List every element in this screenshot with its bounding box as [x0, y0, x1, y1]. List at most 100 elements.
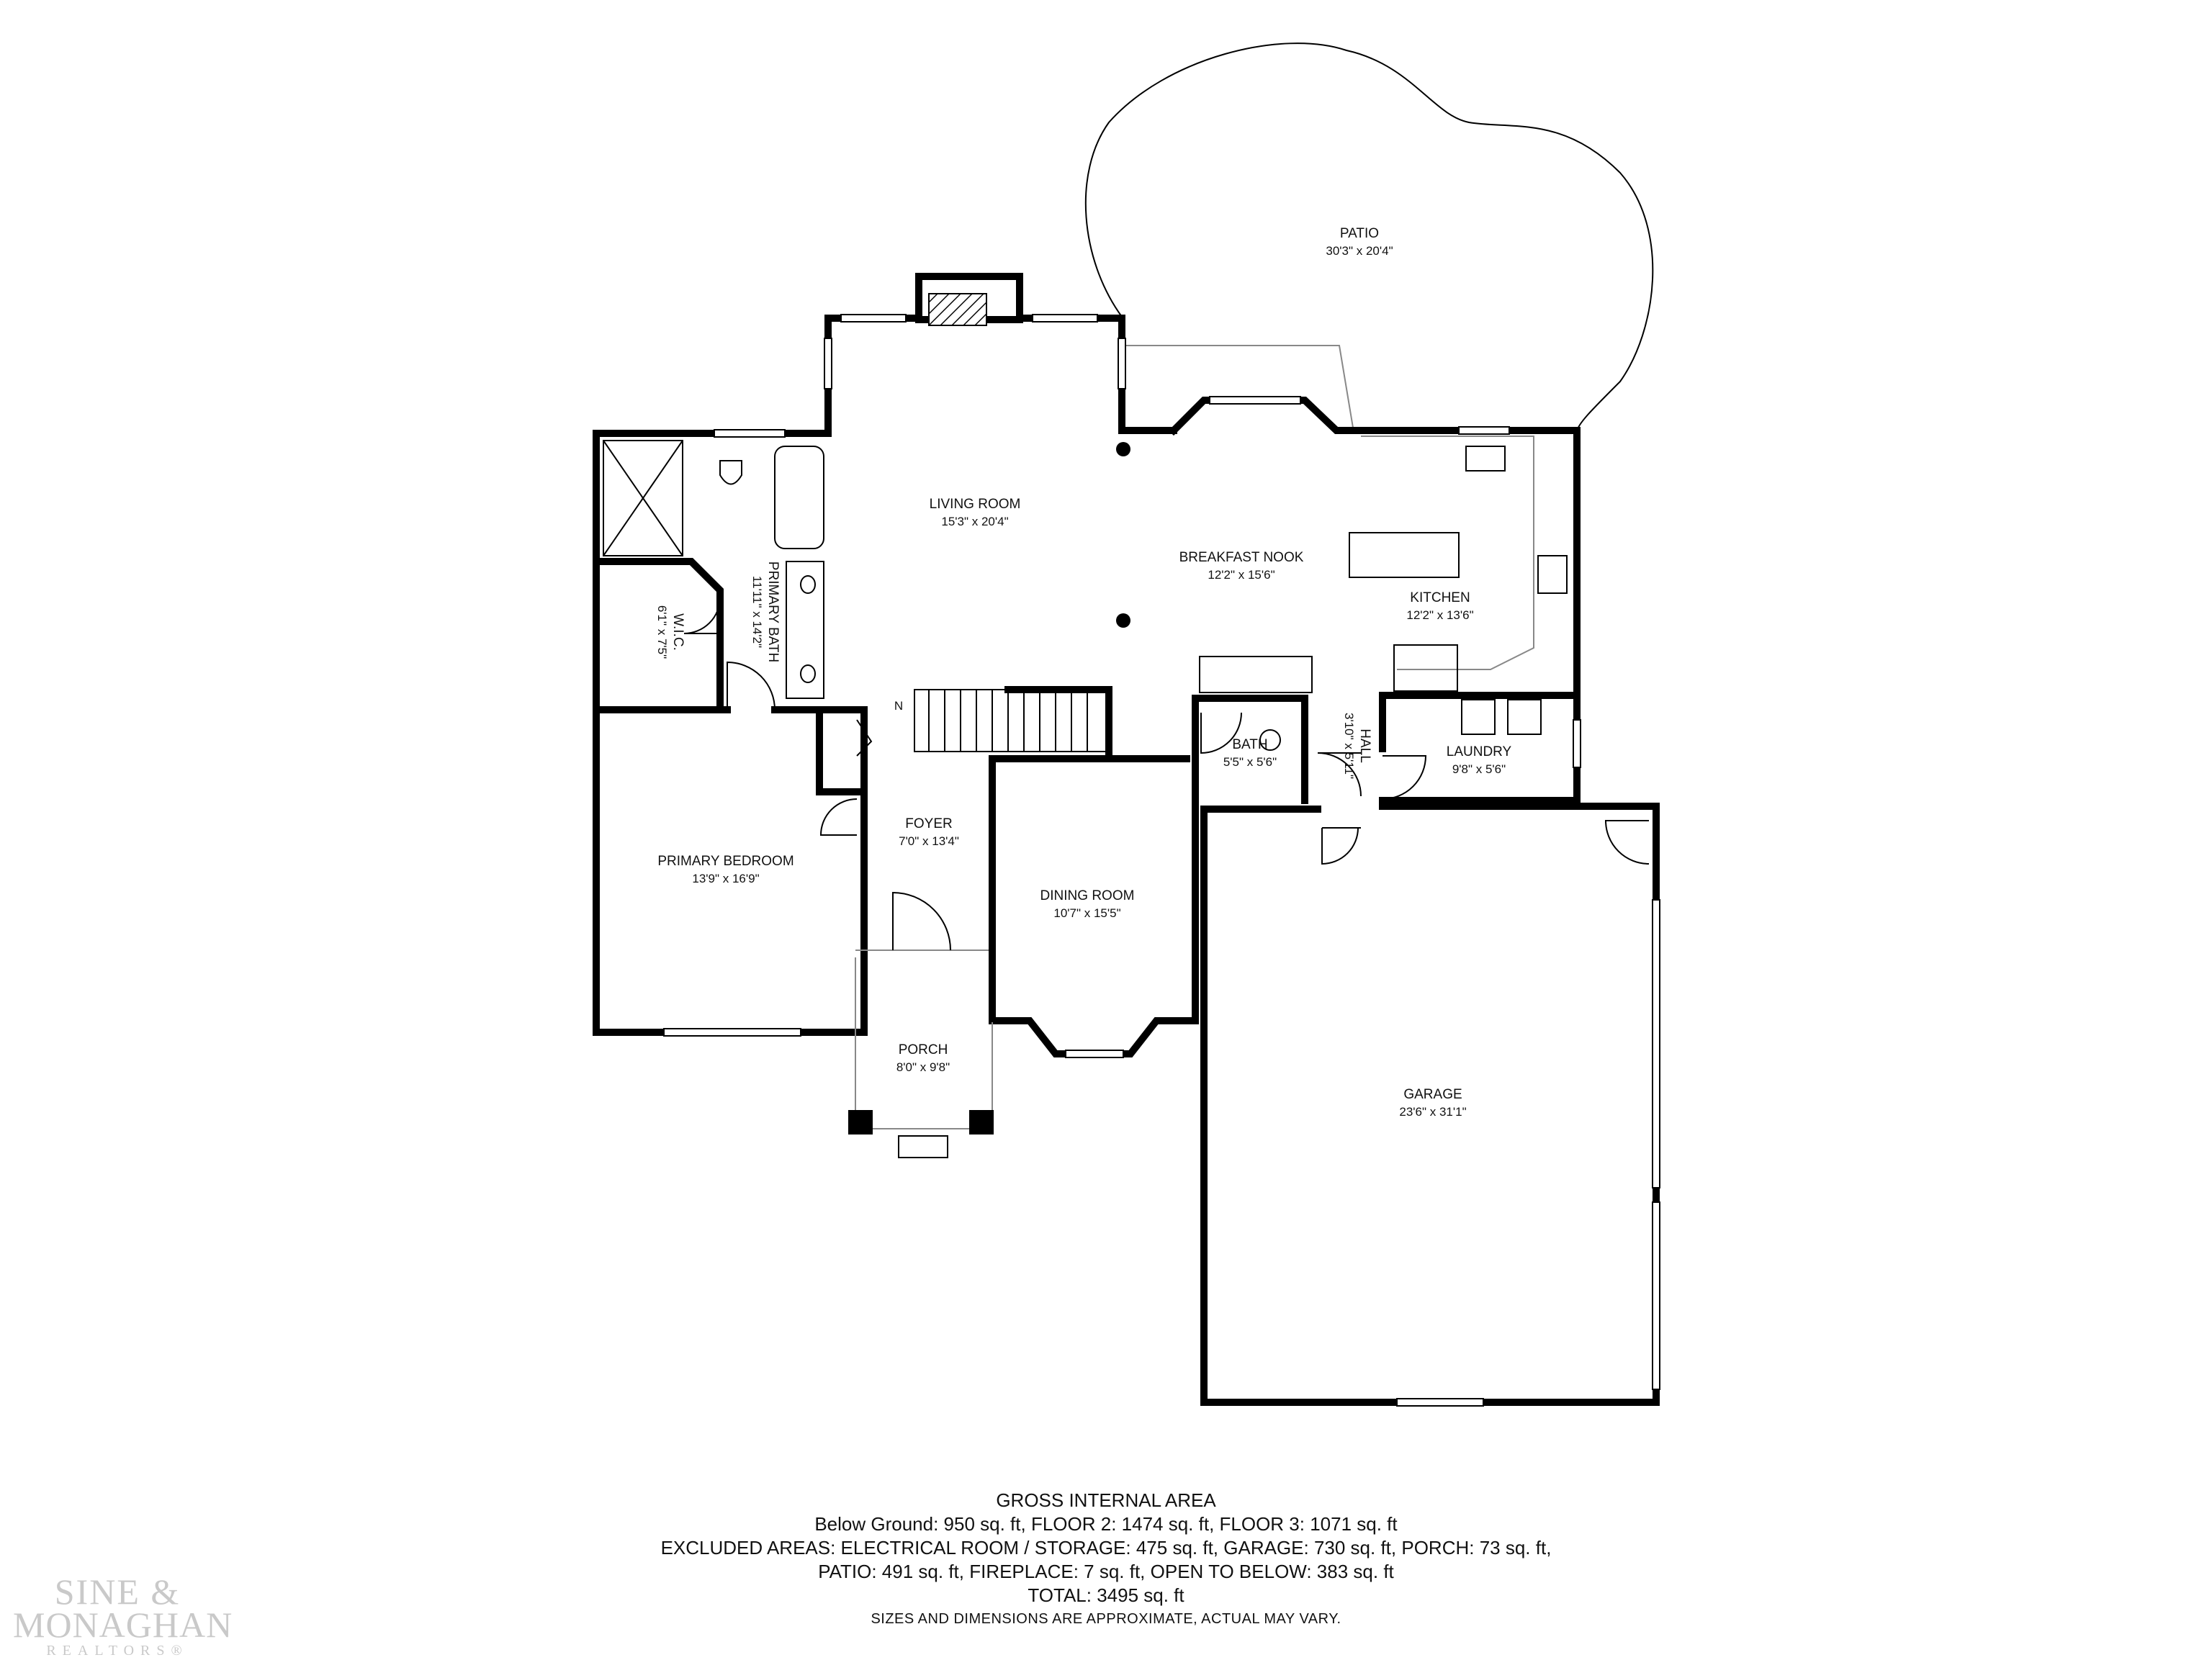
patio-name: PATIO: [1340, 226, 1379, 241]
pbed-door: [819, 798, 858, 836]
stair-treads: [928, 690, 1088, 752]
foyer-dim: 7'0" x 13'4": [899, 834, 959, 848]
kitchen-sink: [1465, 446, 1506, 472]
sink-1: [800, 575, 816, 594]
patio-outline: [1084, 42, 1654, 433]
fridge: [1393, 644, 1458, 692]
laundry-name: LAUNDRY: [1447, 744, 1512, 759]
toilet: [719, 460, 742, 485]
cooktop: [1537, 555, 1568, 594]
dining-dim: 10'7" x 15'5": [1053, 906, 1120, 920]
compass-north: N: [894, 699, 903, 713]
hall-garage-door: [1321, 827, 1361, 865]
area-line-3: PATIO: 491 sq. ft, FIREPLACE: 7 sq. ft, …: [818, 1561, 1394, 1582]
area-total: TOTAL: 3495 sq. ft: [1028, 1584, 1184, 1606]
porch-post-1: [848, 1110, 873, 1135]
logo-line-1: SINE &: [54, 1571, 181, 1612]
living-dim: 15'3" x 20'4": [941, 515, 1008, 528]
garage-window: [1396, 1398, 1484, 1407]
foyer-door: [892, 891, 951, 951]
hall-dim: 3'10" x 5'11": [1342, 713, 1356, 779]
pbath-door: [727, 661, 775, 711]
column-2: [1116, 613, 1130, 628]
laundry-walls: [1379, 692, 1581, 804]
laundry-door: [1382, 755, 1427, 800]
dryer: [1507, 699, 1542, 735]
bath-dim: 5'5" x 5'6": [1223, 755, 1277, 769]
bath-sink: [1259, 729, 1281, 751]
bath-name: BATH: [1232, 737, 1267, 752]
closet-wall: [816, 706, 868, 795]
hall-name: HALL: [1357, 728, 1372, 763]
pbath-dim: 11'11" x 14'2": [750, 576, 764, 648]
wic-name: W.I.C.: [670, 613, 685, 651]
area-line-1: Below Ground: 950 sq. ft, FLOOR 2: 1474 …: [814, 1513, 1398, 1535]
garage-name: GARAGE: [1403, 1087, 1462, 1102]
sink-2: [800, 664, 816, 683]
gross-area-summary: GROSS INTERNAL AREA Below Ground: 950 sq…: [0, 1489, 2212, 1630]
kitchen-window: [1458, 426, 1510, 435]
foyer-name: FOYER: [905, 816, 952, 831]
garage-overhead-door: [1652, 899, 1660, 1188]
kitchen-dim: 12'2" x 13'6": [1406, 608, 1473, 622]
stairs: [914, 689, 1110, 752]
dining-window: [1065, 1050, 1124, 1058]
area-disclaimer: SIZES AND DIMENSIONS ARE APPROXIMATE, AC…: [871, 1611, 1341, 1627]
washer: [1461, 699, 1496, 735]
garage-walls: [1200, 803, 1660, 1406]
porch-name: PORCH: [899, 1042, 948, 1057]
laundry-window: [1573, 719, 1581, 768]
porch-post-2: [969, 1110, 994, 1135]
pantry: [1199, 656, 1313, 693]
garage-overhead-door-2: [1652, 1201, 1660, 1390]
logo-line-3: REALTORS®: [46, 1643, 189, 1659]
pbed-window: [663, 1028, 801, 1037]
garage-door: [1604, 820, 1650, 865]
bathtub: [774, 446, 824, 549]
fireplace-hearth: [928, 293, 987, 326]
patio-edge: [1122, 345, 1354, 433]
wic-dim: 6'1" x 7'5": [655, 605, 669, 659]
shower-cross: [603, 440, 683, 556]
pbath-window: [714, 429, 786, 438]
nook-dim: 12'2" x 15'6": [1208, 568, 1274, 582]
patio-dim: 30'3" x 20'4": [1326, 244, 1393, 258]
porch-step: [898, 1135, 948, 1158]
hall-door: [1317, 752, 1362, 797]
bath-walls: [1192, 695, 1308, 804]
kitchen-counter: [1361, 436, 1534, 670]
foyer-grey-wall: [855, 777, 993, 1022]
logo-line-2: MONAGHAN: [13, 1605, 233, 1645]
column-1: [1116, 442, 1130, 456]
pbed-dim: 13'9" x 16'9": [692, 872, 759, 885]
living-name: LIVING ROOM: [930, 497, 1021, 512]
brokerage-logo: SINE & MONAGHAN REALTORS®: [13, 1571, 233, 1660]
area-heading: GROSS INTERNAL AREA: [996, 1489, 1216, 1511]
pbath-wall-lower: [593, 558, 868, 1036]
bath-door: [1200, 712, 1242, 754]
nook-name: BREAKFAST NOOK: [1179, 550, 1304, 565]
foyer-wall-right: [989, 755, 1190, 781]
pbed-name: PRIMARY BEDROOM: [657, 854, 793, 869]
area-line-2: EXCLUDED AREAS: ELECTRICAL ROOM / STORAG…: [660, 1537, 1552, 1558]
dining-name: DINING ROOM: [1040, 888, 1135, 903]
garage-dim: 23'6" x 31'1": [1399, 1105, 1466, 1119]
living-window-1: [840, 314, 907, 322]
stair-inner: [1004, 686, 1112, 755]
living-window-2: [1032, 314, 1098, 322]
wic-door: [683, 597, 721, 634]
living-window-3: [824, 338, 832, 389]
kitchen-island: [1349, 532, 1460, 578]
hearth-hatch: [928, 293, 987, 326]
laundry-dim: 9'8" x 5'6": [1452, 762, 1506, 776]
nook-window: [1209, 396, 1301, 405]
shower: [603, 440, 683, 556]
porch-dim: 8'0" x 9'8": [896, 1060, 950, 1074]
vanity: [786, 561, 824, 699]
closet-door: [856, 719, 873, 757]
pbath-name: PRIMARY BATH: [765, 561, 781, 662]
kitchen-name: KITCHEN: [1410, 590, 1470, 605]
nook-bay: [1168, 397, 1581, 804]
living-window-4: [1118, 338, 1126, 389]
